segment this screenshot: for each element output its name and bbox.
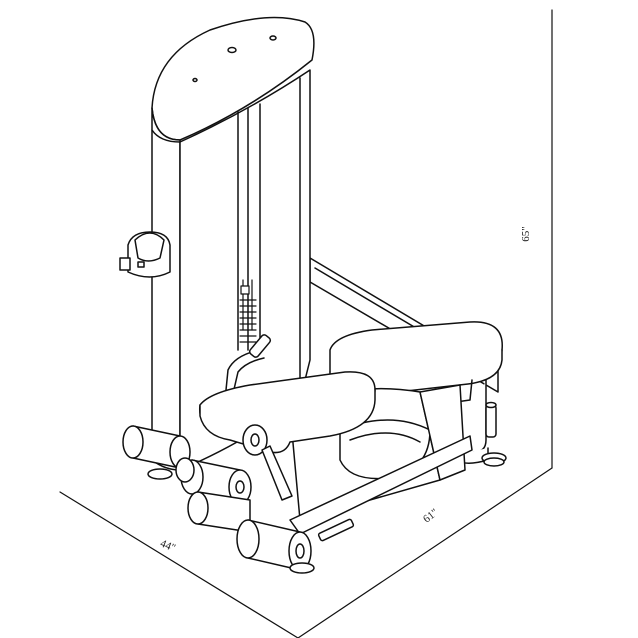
tower-column [151,69,311,471]
base-rail [289,435,473,542]
height-dimension-label: 65" [519,226,532,242]
feet [147,457,505,574]
weight-stack [239,279,257,343]
tower-cap [151,16,315,143]
bottle-holder [119,231,171,278]
left-handle [224,334,272,401]
front-roller-left [122,425,191,469]
bounding-outline [59,9,553,638]
front-roller-bottom [236,519,312,571]
front-roller-right [187,491,251,533]
pivot-hubs [175,424,293,501]
